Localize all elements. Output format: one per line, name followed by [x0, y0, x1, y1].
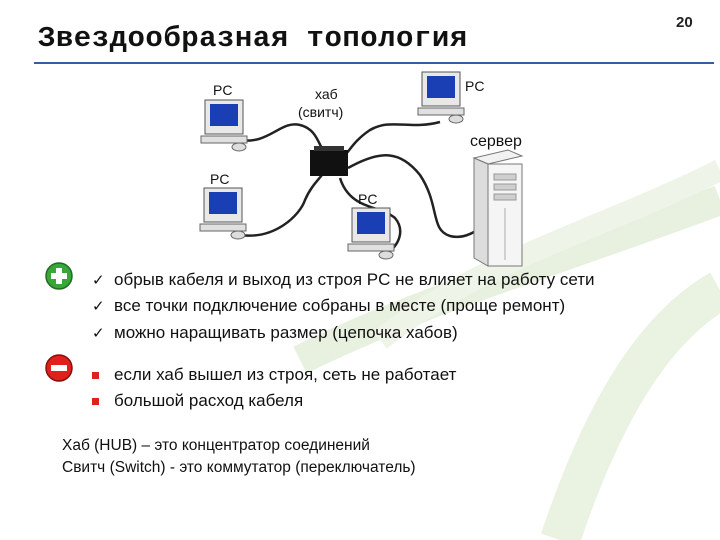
pc-bottom-center: [347, 207, 395, 260]
cable-pc2: [344, 120, 441, 156]
cable-pc4: [338, 177, 402, 257]
con-item-2: большой расход кабеля: [114, 391, 304, 410]
server-tower: [472, 149, 524, 267]
slide-number: 20: [676, 14, 693, 31]
minus-icon: [45, 354, 73, 382]
pc-label-top-left: PC: [213, 82, 233, 98]
pro-item-1: обрыв кабеля и выход из строя PC не влия…: [114, 270, 595, 289]
pc-label-bottom-center: PC: [358, 191, 378, 207]
note-switch: Свитч (Switch) - это коммутатор (переклю…: [62, 459, 416, 476]
note-hub: Хаб (HUB) – это концентратор соединений: [62, 437, 370, 454]
title-underline: [34, 62, 714, 64]
pro-item-2: все точки подключение собраны в месте (п…: [114, 296, 566, 315]
check-bullet-icon: ✓: [92, 298, 105, 315]
check-bullet-icon: ✓: [92, 272, 105, 289]
pro-item-3: можно наращивать размер (цепочка хабов): [114, 323, 458, 342]
server-label: сервер: [470, 133, 522, 150]
hub-label-line2: (свитч): [298, 104, 344, 120]
slide-title: Звездообразная топология: [38, 22, 468, 55]
square-bullet-icon: [92, 398, 99, 405]
pc-middle-left: [199, 187, 247, 240]
con-item-1: если хаб вышел из строя, сеть не работае…: [114, 365, 457, 384]
cable-pc3: [239, 174, 323, 237]
pc-label-middle-left: PC: [210, 171, 230, 187]
pc-label-top-right: PC: [465, 78, 485, 94]
cable-server: [347, 154, 485, 239]
pc-top-right: [417, 71, 465, 124]
hub-device: [310, 146, 348, 176]
pc-top-left: [200, 99, 248, 152]
hub-label-line1: хаб: [315, 86, 338, 102]
check-bullet-icon: ✓: [92, 325, 105, 342]
plus-icon: [45, 262, 73, 290]
square-bullet-icon: [92, 372, 99, 379]
